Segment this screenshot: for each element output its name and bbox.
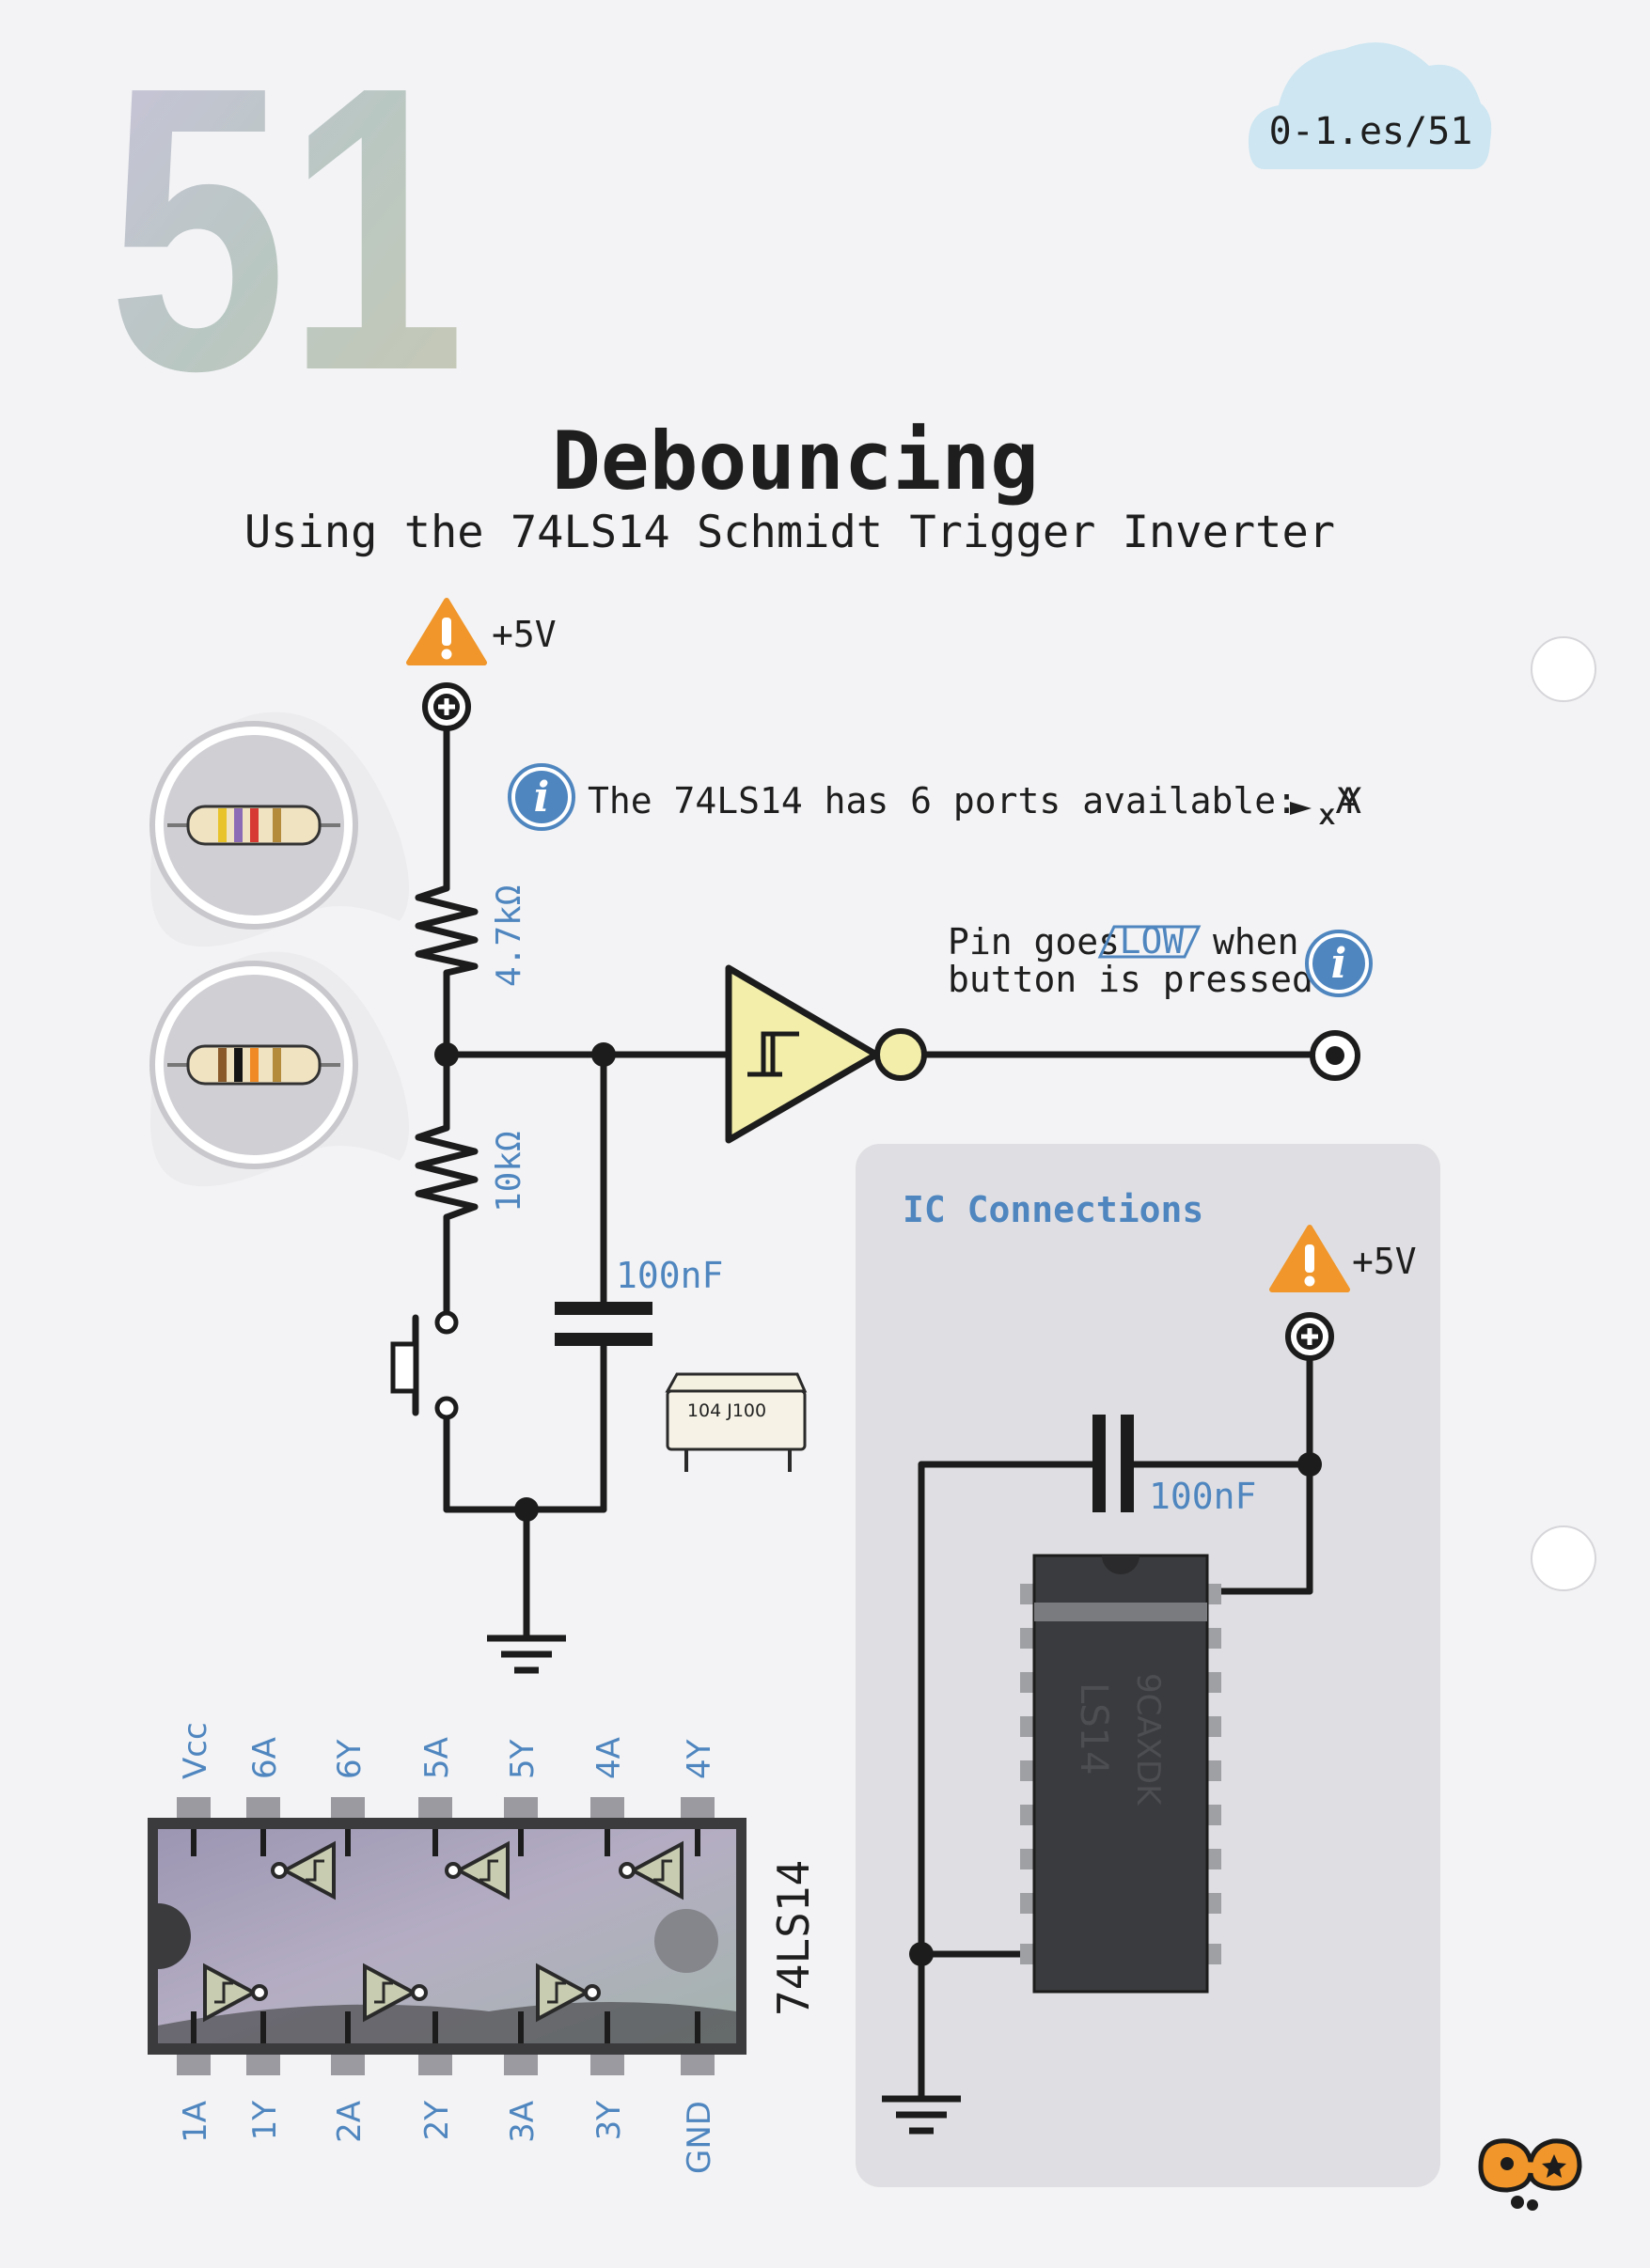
pin-label: 1Y <box>246 2101 284 2141</box>
schmitt-inverter-gate <box>725 964 927 1144</box>
top-pin-labels: Vcc 6A 6Y 5A 5Y 4A 4Y <box>177 1722 718 1779</box>
page-subtitle: Using the 74LS14 Schmidt Trigger Inverte… <box>244 507 1335 558</box>
resistor-colorcode-10k <box>149 951 409 1187</box>
capacitor-main: 100nF <box>555 1255 723 1346</box>
arrow-icon <box>1290 802 1312 815</box>
info-output-low: LOW <box>1120 920 1185 962</box>
pin-label: 2A <box>331 2101 369 2143</box>
junction-node <box>434 1042 459 1067</box>
page-title: Debouncing <box>552 414 1039 508</box>
resistor-10k: 10kΩ <box>415 1124 528 1221</box>
ic-capacitor-label: 100nF <box>1149 1476 1256 1517</box>
output-terminal-icon <box>1310 1030 1360 1081</box>
pin-label: 2Y <box>418 2101 456 2141</box>
info-output-note: Pin goes LOW when button is pressed <box>948 920 1373 1000</box>
pin-label: GND <box>681 2101 718 2174</box>
resistor-4k7: 4.7kΩ <box>415 884 528 987</box>
ground-icon <box>487 1638 566 1670</box>
bottom-pin-labels: 1A 1Y 2A 2Y 3A 3Y GND <box>177 2101 718 2174</box>
ic-connections-panel: IC Connections +5V 100nF <box>856 1144 1440 2187</box>
pin-label: 5A <box>418 1737 456 1779</box>
url-text: 0-1.es/51 <box>1269 110 1473 153</box>
page-number: 51 <box>108 4 465 455</box>
binder-hole-top <box>1531 636 1596 702</box>
supply-top: +5V <box>409 601 557 728</box>
ic-panel-title: IC Connections <box>903 1189 1203 1230</box>
info-ports-note: The 74LS14 has 6 ports available: xA x Y <box>508 763 1362 832</box>
pin-label: 6Y <box>331 1739 369 1779</box>
junction-node <box>591 1042 616 1067</box>
plus-terminal-icon <box>425 685 468 728</box>
pinout-chip-name: 74LS14 <box>768 1860 819 2016</box>
plus-terminal-icon <box>1288 1315 1331 1358</box>
pin-label: 3Y <box>590 2101 628 2141</box>
resistor-4k7-label: 4.7kΩ <box>490 885 528 987</box>
binder-hole-bottom <box>1531 1525 1596 1591</box>
pin-label: 6A <box>246 1737 284 1779</box>
resistor-10k-label: 10kΩ <box>490 1131 528 1212</box>
svg-text:Y: Y <box>1337 780 1362 821</box>
svg-text:The 74LS14 has 6 ports availab: The 74LS14 has 6 ports available: xA <box>588 780 1361 832</box>
warning-icon <box>409 601 484 663</box>
capacitor-main-label: 100nF <box>616 1255 723 1296</box>
info-ports-text: The 74LS14 has 6 ports available: <box>588 780 1319 821</box>
info-icon <box>508 763 575 831</box>
chip-marking-2: LS14 <box>1072 1682 1115 1775</box>
ic-chip-image: 9CAXDK LS14 <box>1020 1554 1221 1994</box>
supply-label-top: +5V <box>492 614 557 655</box>
pin-label: 1A <box>177 2101 214 2143</box>
ic-pinout-diagram: 74LS14 <box>148 1797 819 2075</box>
junction-node <box>514 1497 539 1522</box>
capacitor-photo-icon: 104 J100 <box>665 1372 808 1472</box>
pushbutton <box>390 1310 459 1420</box>
circuit-wires <box>443 726 1315 1639</box>
ic-bypass-capacitor: 100nF <box>1092 1415 1256 1517</box>
brand-logo <box>1478 2138 1582 2211</box>
info-output-line2: button is pressed <box>948 959 1313 1000</box>
svg-text:x: x <box>1318 799 1335 832</box>
junction-node <box>1297 1452 1322 1477</box>
info-output-line1-after: when <box>1213 921 1299 962</box>
info-icon <box>1305 930 1373 997</box>
capacitor-marking: 104 J100 <box>687 1400 766 1421</box>
junction-node <box>909 1942 934 1966</box>
url-badge[interactable]: 0-1.es/51 <box>1249 42 1492 169</box>
chip-marking-1: 9CAXDK <box>1129 1673 1167 1807</box>
ic-supply-label: +5V <box>1352 1241 1417 1282</box>
resistor-colorcode-4k7 <box>149 712 409 947</box>
pin-label: 5Y <box>504 1739 542 1779</box>
pin-label: 4A <box>590 1737 628 1779</box>
pin-label: 3A <box>504 2101 542 2143</box>
info-output-line1-before: Pin goes <box>948 921 1120 962</box>
pin-label: 4Y <box>681 1739 718 1779</box>
pin-label: Vcc <box>177 1722 214 1779</box>
